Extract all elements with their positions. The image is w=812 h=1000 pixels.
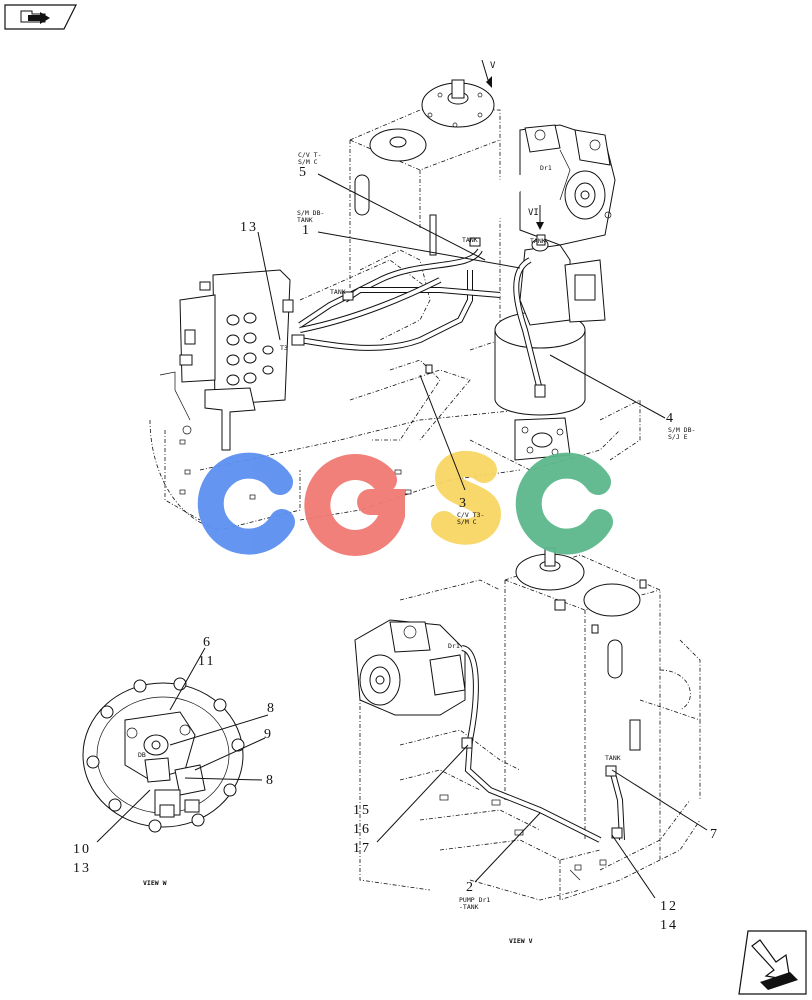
- valve-spools: [226, 312, 274, 386]
- tag-t3: T3: [280, 344, 288, 352]
- callout-10: 10: [73, 842, 91, 857]
- callout-16: 16: [353, 822, 371, 837]
- folder-arrow-icon[interactable]: [4, 4, 77, 30]
- callout-6: 6: [203, 635, 212, 650]
- tag-cv-t3-line1: C/V T3-: [457, 511, 484, 519]
- callout-leaders: [96, 173, 708, 899]
- callout-8-top: 8: [267, 701, 276, 716]
- callout-9: 9: [264, 727, 273, 742]
- callout-8-bottom: 8: [266, 773, 275, 788]
- tag-tank-upper: TANK: [530, 237, 546, 245]
- tag-dr1-lower: Dr1: [448, 642, 460, 650]
- tag-tank-hose: TANK: [462, 236, 478, 244]
- view-vi-arrow-label: VI: [528, 208, 539, 218]
- cgsc-watermark: [197, 450, 613, 556]
- view-v-title: VIEW V: [509, 937, 533, 945]
- callout-15: 15: [353, 803, 371, 818]
- callout-4: 4: [666, 411, 675, 426]
- tag-sm-db-tank-line1: S/M DB-: [297, 209, 324, 217]
- tag-tank-left: TANK: [330, 288, 346, 296]
- view-w-title: VIEW W: [143, 879, 167, 887]
- callout-13-lower: 13: [73, 861, 91, 876]
- tag-sm-db-tank-line2: TANK: [297, 216, 313, 224]
- callout-tags: C/V T- S/M C S/M DB- TANK S/M DB- S/J E …: [143, 151, 695, 945]
- view-w-detail: DB: [82, 677, 245, 833]
- tag-pump-dr1-line2: -TANK: [459, 903, 479, 911]
- tag-db: DB: [138, 751, 146, 759]
- callout-7: 7: [710, 827, 719, 842]
- tag-tank-lower: TANK: [605, 754, 621, 762]
- callout-14: 14: [660, 918, 678, 933]
- callout-17: 17: [353, 841, 371, 856]
- tag-sm-db-sj-line1: S/M DB-: [668, 426, 695, 434]
- tag-sm-db-sj-line2: S/J E: [668, 433, 688, 441]
- callout-numbers: 5 1 13 4 3 6 11 8 9 8 10 13 7 15 16 17 2…: [73, 165, 719, 933]
- tag-dr1-upper: Dr1: [540, 164, 552, 172]
- callout-13-upper: 13: [240, 220, 258, 235]
- next-page-arrow-icon[interactable]: [738, 930, 807, 995]
- tag-cv-t3-line2: S/M C: [457, 518, 477, 526]
- tag-cv-t-line2: S/M C: [298, 158, 318, 166]
- callout-12: 12: [660, 899, 678, 914]
- lower-assembly: TANK Dr1: [354, 547, 701, 901]
- callout-2: 2: [466, 880, 475, 895]
- callout-5: 5: [299, 165, 308, 180]
- callout-3: 3: [459, 496, 468, 511]
- upper-assembly: Dr1 T3: [149, 59, 641, 531]
- callout-1: 1: [302, 223, 311, 238]
- tag-cv-t-line1: C/V T-: [298, 151, 321, 159]
- bolt-ring: [86, 677, 245, 833]
- tag-pump-dr1-line1: PUMP Dr1: [459, 896, 490, 904]
- view-v-arrow-label: V: [490, 61, 496, 71]
- callout-11: 11: [198, 654, 215, 669]
